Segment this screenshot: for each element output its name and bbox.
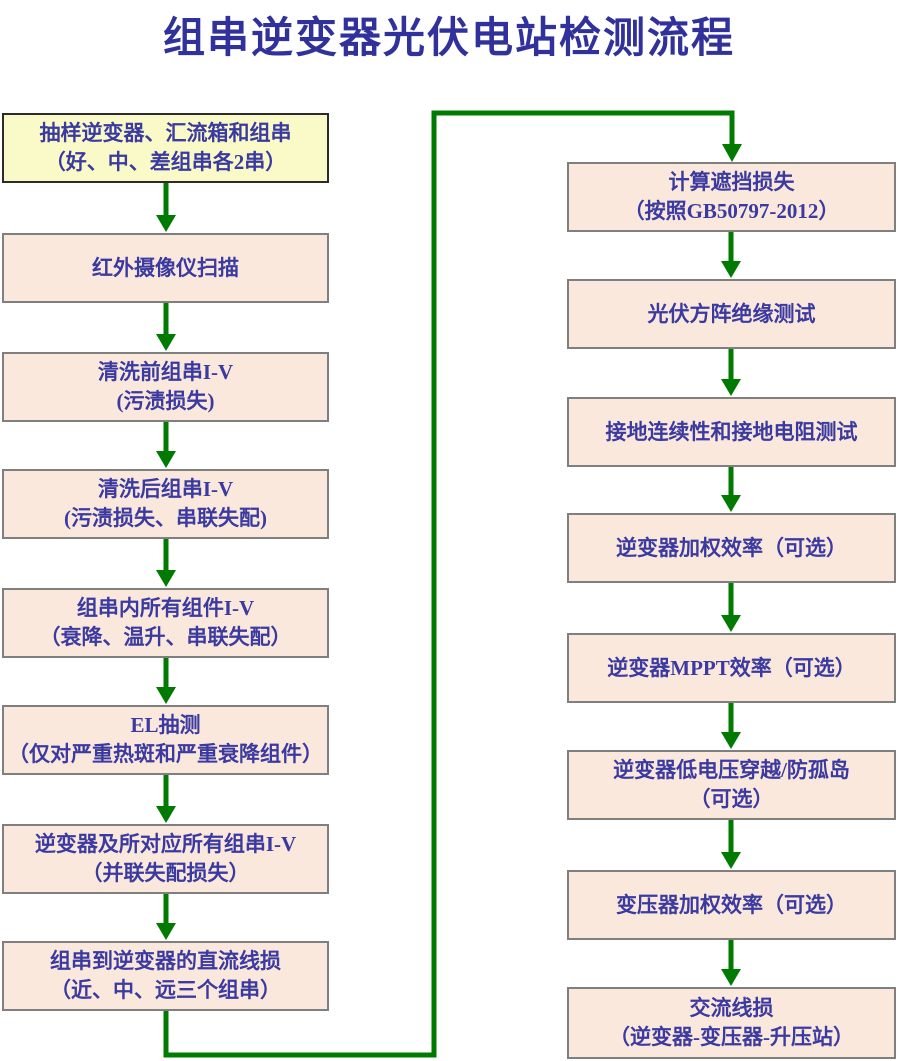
step-line: 交流线损 bbox=[689, 996, 774, 1020]
step-ir-scan: 红外摄像仪扫描 bbox=[2, 233, 329, 303]
step-line: 清洗前组串I-V bbox=[97, 360, 234, 384]
down-arrow bbox=[156, 183, 176, 232]
down-arrow bbox=[156, 894, 176, 940]
step-grounding-test: 接地连续性和接地电阻测试 bbox=[567, 397, 896, 467]
step-line: （好、中、差组串各2串） bbox=[44, 150, 287, 174]
down-arrow bbox=[721, 703, 741, 749]
down-arrow bbox=[156, 775, 176, 823]
step-array-insulation-test: 光伏方阵绝缘测试 bbox=[567, 279, 896, 349]
down-arrow bbox=[721, 232, 741, 278]
step-line: （仅对严重热斑和严重衰降组件） bbox=[8, 742, 323, 766]
down-arrow bbox=[156, 422, 176, 468]
step-line: (污渍损失) bbox=[116, 389, 215, 413]
step-line: 计算遮挡损失 bbox=[668, 170, 795, 194]
step-line: 逆变器及所对应所有组串I-V bbox=[34, 832, 297, 856]
down-arrow bbox=[156, 303, 176, 351]
down-arrow bbox=[156, 658, 176, 704]
step-line: 光伏方阵绝缘测试 bbox=[647, 301, 816, 326]
step-line: （可选） bbox=[689, 787, 774, 811]
step-line: （按照GB50797-2012） bbox=[623, 199, 840, 223]
step-line: 逆变器MPPT效率（可选） bbox=[607, 655, 856, 680]
down-arrow bbox=[721, 467, 741, 512]
step-line: （衰降、温升、串联失配） bbox=[39, 625, 292, 649]
down-arrow bbox=[721, 583, 741, 632]
step-iv-before-cleaning: 清洗前组串I-V (污渍损失) bbox=[2, 352, 329, 422]
step-line: （并联失配损失） bbox=[81, 861, 250, 885]
step-inverter-mppt-efficiency: 逆变器MPPT效率（可选） bbox=[567, 633, 896, 703]
step-iv-after-cleaning: 清洗后组串I-V (污渍损失、串联失配) bbox=[2, 469, 329, 539]
step-dc-line-loss: 组串到逆变器的直流线损 （近、中、远三个组串） bbox=[2, 941, 329, 1011]
step-line: 红外摄像仪扫描 bbox=[92, 255, 239, 280]
step-line: 清洗后组串I-V bbox=[97, 477, 234, 501]
down-arrow bbox=[721, 820, 741, 869]
step-line: 抽样逆变器、汇流箱和组串 bbox=[39, 121, 292, 145]
step-line: (污渍损失、串联失配) bbox=[64, 506, 267, 530]
step-ac-line-loss: 交流线损 （逆变器-变压器-升压站） bbox=[567, 987, 896, 1059]
step-lvrt-anti-islanding: 逆变器低电压穿越/防孤岛 （可选） bbox=[567, 750, 896, 820]
step-el-test: EL抽测 （仅对严重热斑和严重衰降组件） bbox=[2, 705, 329, 775]
step-line: 接地连续性和接地电阻测试 bbox=[605, 419, 858, 444]
step-sampling: 抽样逆变器、汇流箱和组串 （好、中、差组串各2串） bbox=[2, 113, 329, 183]
step-shading-loss: 计算遮挡损失 （按照GB50797-2012） bbox=[567, 162, 896, 232]
step-inverter-weighted-efficiency: 逆变器加权效率（可选） bbox=[567, 513, 896, 583]
step-module-iv: 组串内所有组件I-V （衰降、温升、串联失配） bbox=[2, 588, 329, 658]
step-line: 变压器加权效率（可选） bbox=[616, 892, 847, 917]
step-line: 逆变器加权效率（可选） bbox=[616, 535, 847, 560]
step-inverter-strings-iv: 逆变器及所对应所有组串I-V （并联失配损失） bbox=[2, 824, 329, 894]
down-arrow bbox=[721, 349, 741, 396]
page-title: 组串逆变器光伏电站检测流程 bbox=[162, 16, 735, 62]
step-line: 组串到逆变器的直流线损 bbox=[50, 949, 281, 973]
step-line: 组串内所有组件I-V bbox=[76, 596, 255, 620]
down-arrow bbox=[721, 940, 741, 986]
down-arrow bbox=[156, 539, 176, 587]
step-line: （逆变器-变压器-升压站） bbox=[609, 1025, 854, 1049]
step-line: EL抽测 bbox=[130, 713, 201, 737]
step-line: （近、中、远三个组串） bbox=[50, 978, 281, 1002]
step-transformer-weighted-efficiency: 变压器加权效率（可选） bbox=[567, 870, 896, 940]
step-line: 逆变器低电压穿越/防孤岛 bbox=[613, 758, 850, 782]
